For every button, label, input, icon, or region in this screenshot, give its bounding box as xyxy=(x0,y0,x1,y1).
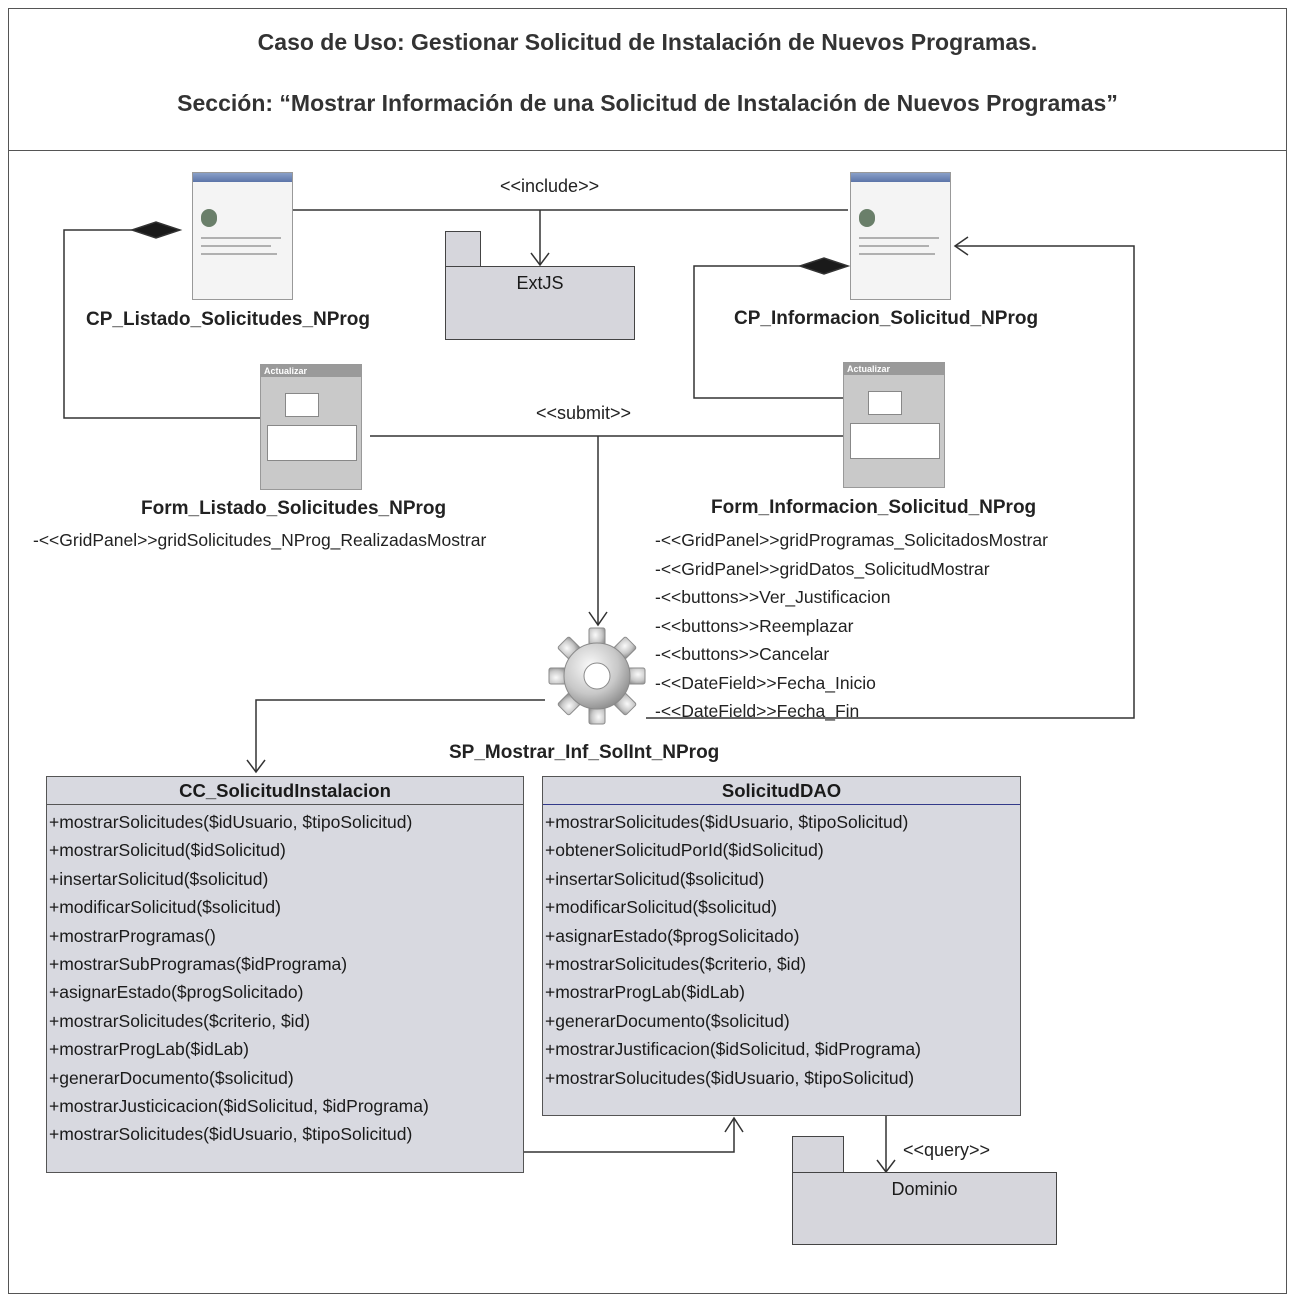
dao-class-name: SolicitudDAO xyxy=(543,777,1020,805)
package-tab xyxy=(792,1136,844,1173)
form-icon-title: Actualizar xyxy=(844,363,944,375)
package-tab xyxy=(445,231,481,267)
extjs-package: ExtJS xyxy=(445,266,635,340)
composition-link-left xyxy=(63,229,260,419)
cc-class: CC_SolicitudInstalacion +mostrarSolicitu… xyxy=(46,776,524,1173)
composition-diamond-left xyxy=(129,221,183,239)
header-divider xyxy=(9,150,1286,151)
form-listado-attr: -<<GridPanel>>gridSolicitudes_NProg_Real… xyxy=(33,530,487,550)
include-stereotype: <<include>> xyxy=(500,176,600,196)
class-operation: +modificarSolicitud($solicitud) xyxy=(545,897,777,918)
class-operation: +obtenerSolicitudPorId($idSolicitud) xyxy=(545,840,824,861)
cp-listado-label: CP_Listado_Solicitudes_NProg xyxy=(86,309,371,330)
extjs-package-label: ExtJS xyxy=(516,273,564,293)
form-informacion-label: Form_Informacion_Solicitud_NProg xyxy=(711,497,1037,518)
client-page-icon xyxy=(850,172,951,300)
form-informacion-attr: -<<buttons>>Reemplazar xyxy=(655,615,854,636)
form-icon-title: Actualizar xyxy=(261,365,361,377)
class-operation: +mostrarSolucitudes($idUsuario, $tipoSol… xyxy=(545,1067,915,1088)
class-operation: +mostrarSolicitudes($idUsuario, $tipoSol… xyxy=(545,812,909,832)
class-operation: +mostrarSolicitudes($idUsuario, $tipoSol… xyxy=(49,812,413,832)
composition-link-right xyxy=(693,265,845,399)
cc-dao-link xyxy=(524,1118,735,1153)
class-operation: +modificarSolicitud($solicitud) xyxy=(49,897,281,918)
gear-icon xyxy=(548,627,646,725)
submit-stereotype: <<submit>> xyxy=(536,403,632,423)
sp-cc-arrow-head xyxy=(246,759,266,774)
composition-diamond-right xyxy=(797,257,851,275)
redirect-arrow-head xyxy=(953,236,969,256)
form-informacion-attr: -<<buttons>>Cancelar xyxy=(655,644,830,664)
submit-arrow-head xyxy=(588,611,608,627)
class-operation: +mostrarSolicitudes($idUsuario, $tipoSol… xyxy=(49,1124,413,1145)
dao-class: SolicitudDAO +mostrarSolicitudes($idUsua… xyxy=(542,776,1021,1116)
class-operation: +mostrarSolicitudes($criterio, $id) xyxy=(545,954,807,975)
form-informacion-attr: -<<DateField>>Fecha_Fin xyxy=(655,701,860,721)
class-operation: +insertarSolicitud($solicitud) xyxy=(49,868,269,889)
cp-informacion-label: CP_Informacion_Solicitud_NProg xyxy=(734,308,1039,329)
form-informacion-attr: -<<DateField>>Fecha_Inicio xyxy=(655,672,876,693)
form-listado-label: Form_Listado_Solicitudes_NProg xyxy=(141,498,447,519)
class-operation: +mostrarProgLab($idLab) xyxy=(49,1039,249,1060)
form-icon: Actualizar xyxy=(843,362,945,488)
diagram-frame xyxy=(8,8,1287,1294)
dominio-package-label: Dominio xyxy=(891,1179,958,1199)
form-informacion-attrs: -<<GridPanel>>gridProgramas_SolicitadosM… xyxy=(655,526,1048,726)
class-operation: +asignarEstado($progSolicitado) xyxy=(545,925,800,946)
sp-mostrar-label: SP_Mostrar_Inf_SolInt_NProg xyxy=(449,742,720,763)
client-page-icon xyxy=(192,172,293,300)
class-operation: +mostrarProgramas() xyxy=(49,925,216,946)
cc-class-name: CC_SolicitudInstalacion xyxy=(47,777,523,805)
diagram-title: Caso de Uso: Gestionar Solicitud de Inst… xyxy=(257,29,1038,55)
class-operation: +insertarSolicitud($solicitud) xyxy=(545,868,765,889)
class-operation: +mostrarJusticicacion($idSolicitud, $idP… xyxy=(49,1096,429,1117)
class-operation: +mostrarSolicitud($idSolicitud) xyxy=(49,840,286,861)
cc-dao-arrow-head xyxy=(724,1116,744,1133)
class-operation: +mostrarJustificacion($idSolicitud, $idP… xyxy=(545,1039,921,1060)
dao-class-operations: +mostrarSolicitudes($idUsuario, $tipoSol… xyxy=(543,805,1020,1092)
dominio-package: Dominio xyxy=(792,1172,1057,1245)
query-stereotype: <<query>> xyxy=(903,1140,991,1160)
form-informacion-attr: -<<GridPanel>>gridProgramas_SolicitadosM… xyxy=(655,530,1048,550)
form-informacion-attr: -<<buttons>>Ver_Justificacion xyxy=(655,587,891,607)
form-icon: Actualizar xyxy=(260,364,362,490)
class-operation: +generarDocumento($solicitud) xyxy=(545,1010,790,1031)
sp-cc-link xyxy=(255,699,545,772)
class-operation: +generarDocumento($solicitud) xyxy=(49,1067,294,1088)
class-operation: +mostrarSolicitudes($criterio, $id) xyxy=(49,1010,311,1031)
diagram-section: Sección: “Mostrar Información de una Sol… xyxy=(177,90,1118,116)
class-operation: +mostrarSubProgramas($idPrograma) xyxy=(49,954,348,975)
cc-class-operations: +mostrarSolicitudes($idUsuario, $tipoSol… xyxy=(47,805,523,1149)
class-operation: +asignarEstado($progSolicitado) xyxy=(49,982,304,1003)
include-arrow-head xyxy=(530,252,550,267)
redirect-link xyxy=(646,245,1135,719)
class-operation: +mostrarProgLab($idLab) xyxy=(545,982,745,1003)
form-informacion-attr: -<<GridPanel>>gridDatos_SolicitudMostrar xyxy=(655,558,990,579)
